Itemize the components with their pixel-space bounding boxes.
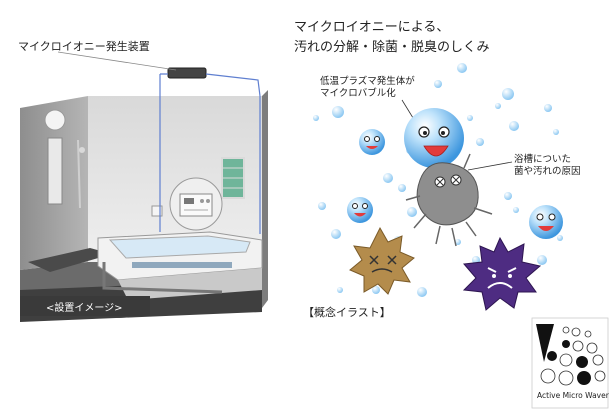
title-line-2: 汚れの分解・除菌・脱臭のしくみ	[294, 40, 490, 55]
bathtub	[97, 231, 263, 300]
ion-device-unit	[167, 67, 207, 79]
brand-name: Active Micro Waver	[537, 391, 609, 400]
plasma-callout-line-2: マイクロバブル化	[320, 88, 396, 99]
bubble-character-right	[529, 205, 563, 239]
back-wall	[88, 96, 262, 262]
plasma-callout: 低温プラズマ発生体が マイクロバブル化	[320, 76, 415, 100]
bath-callout-line-1: 浴槽についた	[514, 154, 572, 165]
mirror	[47, 137, 63, 205]
device-label: マイクロイオニー発生装置	[18, 40, 150, 53]
bubble-character-large	[404, 108, 464, 168]
bubble-character-small-left	[359, 129, 385, 155]
counter	[28, 248, 112, 272]
concept-caption: 【概念イラスト】	[303, 306, 391, 319]
small-bubbles	[313, 63, 563, 297]
control-panel	[151, 205, 163, 217]
concept-illustration	[313, 63, 609, 409]
shower-bar	[77, 139, 81, 209]
bath-callout-line-2: 菌や汚れの原因	[514, 166, 581, 177]
device-cable	[159, 73, 261, 234]
install-caption: <設置イメージ>	[46, 303, 123, 314]
germ-purple	[462, 236, 542, 311]
bathroom-illustration	[20, 51, 268, 322]
bubble-character-small-mid	[347, 197, 373, 223]
right-wall	[262, 90, 268, 308]
shower-head	[79, 147, 85, 153]
install-caption-band	[20, 296, 150, 316]
germ-gray	[405, 153, 493, 247]
germ-brown	[349, 226, 415, 295]
plumbing-pipe	[102, 262, 223, 294]
bath-callout: 浴槽についた 菌や汚れの原因	[514, 154, 581, 178]
title-line-1: マイクロイオニーによる、	[294, 20, 450, 35]
brand-logo	[531, 317, 609, 409]
ceiling-light	[44, 109, 66, 131]
plasma-callout-line-1: 低温プラズマ発生体が	[320, 76, 415, 87]
